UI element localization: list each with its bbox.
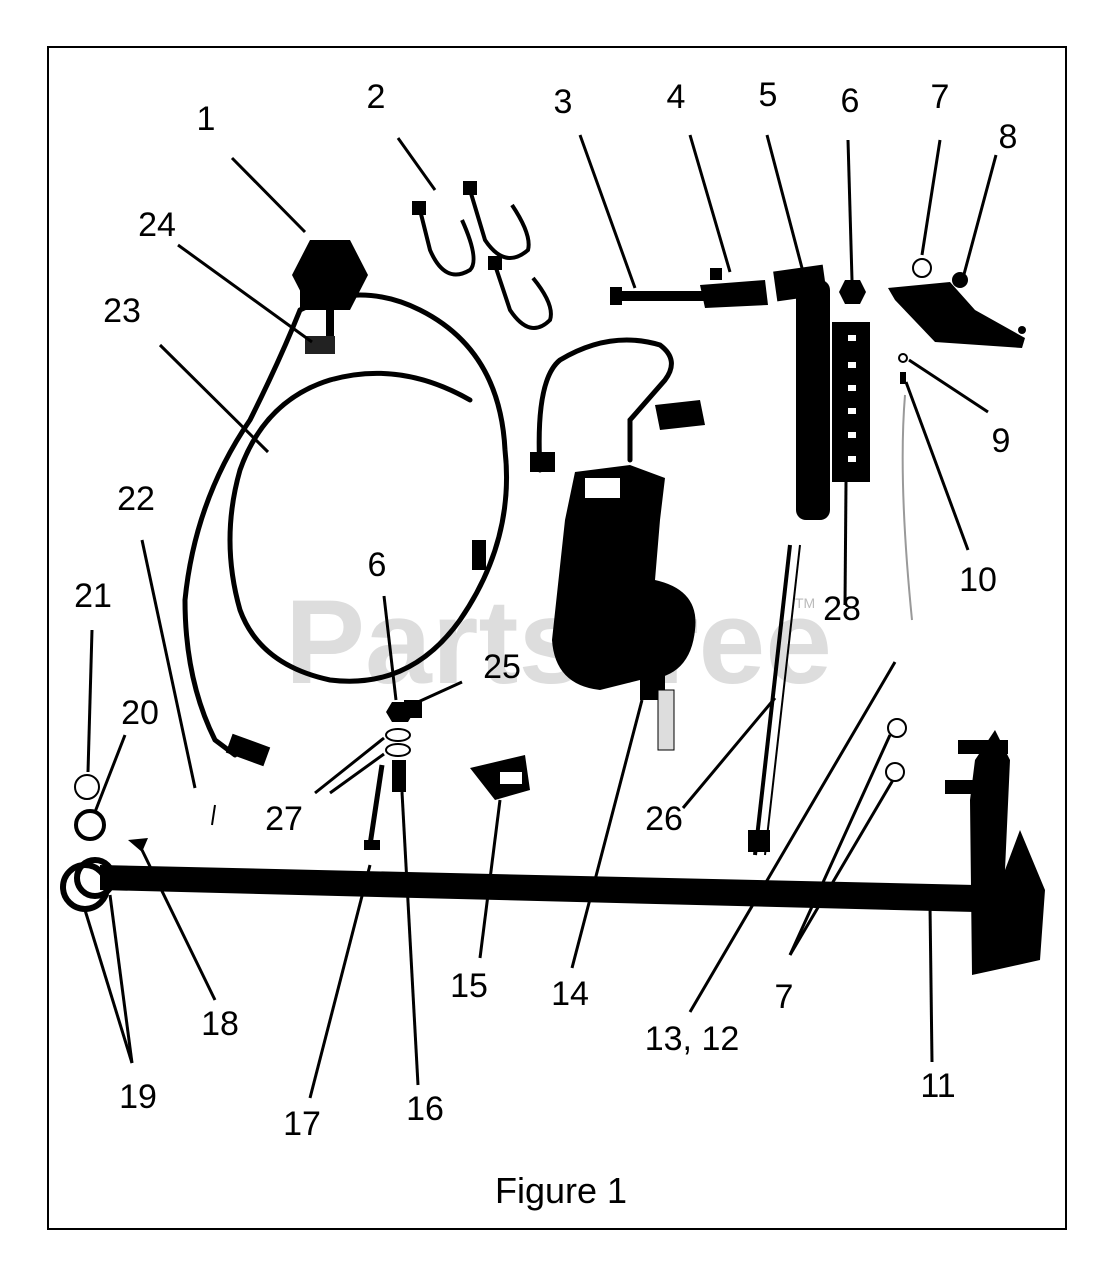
callout-27: 27 [265,800,303,838]
part-22-pin [211,804,216,826]
part-7-washer-top [912,258,932,278]
part-19-loop [60,857,116,912]
part-7-washer-lower-1 [887,718,907,738]
callout-7-top: 7 [931,78,950,116]
part-12-rod [901,394,913,621]
part-28-rack [832,322,870,482]
part-20-ring [74,809,106,841]
callout-26: 26 [645,800,683,838]
callout-11: 11 [920,1067,955,1105]
part-23-wire-harness [182,290,510,767]
callout-22: 22 [117,480,155,518]
part-16-bushing [392,760,406,792]
leader-lines [83,134,998,1099]
part-14-actuator [530,337,705,751]
part-15-clamp [470,755,530,800]
callout-4: 4 [667,78,686,116]
callout-3: 3 [554,83,573,121]
callout-8: 8 [999,118,1018,156]
part-5-tube [773,264,830,520]
callout-6-top: 6 [841,82,860,120]
callout-24: 24 [138,206,176,244]
callout-15: 15 [450,967,488,1005]
part-18-clip [128,838,148,852]
callout-5: 5 [759,76,778,114]
callout-14: 14 [551,975,589,1013]
part-9-pin [898,353,908,363]
part-4-lever [700,268,768,308]
callout-23: 23 [103,292,141,330]
callout-25: 25 [483,648,521,686]
callout-1: 1 [197,100,216,138]
callout-10: 10 [959,561,997,599]
part-10-spring [900,372,906,384]
part-21-ring [74,774,100,800]
callout-9: 9 [992,422,1011,460]
part-6-nut-top [839,280,866,304]
part-25-bolt [404,700,422,718]
watermark-tm: TM [795,595,815,611]
callout-19: 19 [119,1078,157,1116]
part-24-stud [305,310,335,354]
callout-28: 28 [823,590,861,628]
callout-6-lower: 6 [368,546,387,584]
part-27-washers [385,728,411,757]
part-2-hairpin-clips [412,181,553,330]
figure-caption: Figure 1 [495,1170,627,1211]
part-3-pin [610,287,710,305]
callout-16: 16 [406,1090,444,1128]
callout-13-12: 13, 12 [645,1020,740,1058]
part-17-bolt [364,764,385,850]
callout-17: 17 [283,1105,321,1143]
callout-2: 2 [367,78,386,116]
part-7-washer-lower-2 [885,762,905,782]
callout-21: 21 [74,577,112,615]
callout-18: 18 [201,1005,239,1043]
callout-7-lower: 7 [775,978,794,1016]
callout-20: 20 [121,694,159,732]
